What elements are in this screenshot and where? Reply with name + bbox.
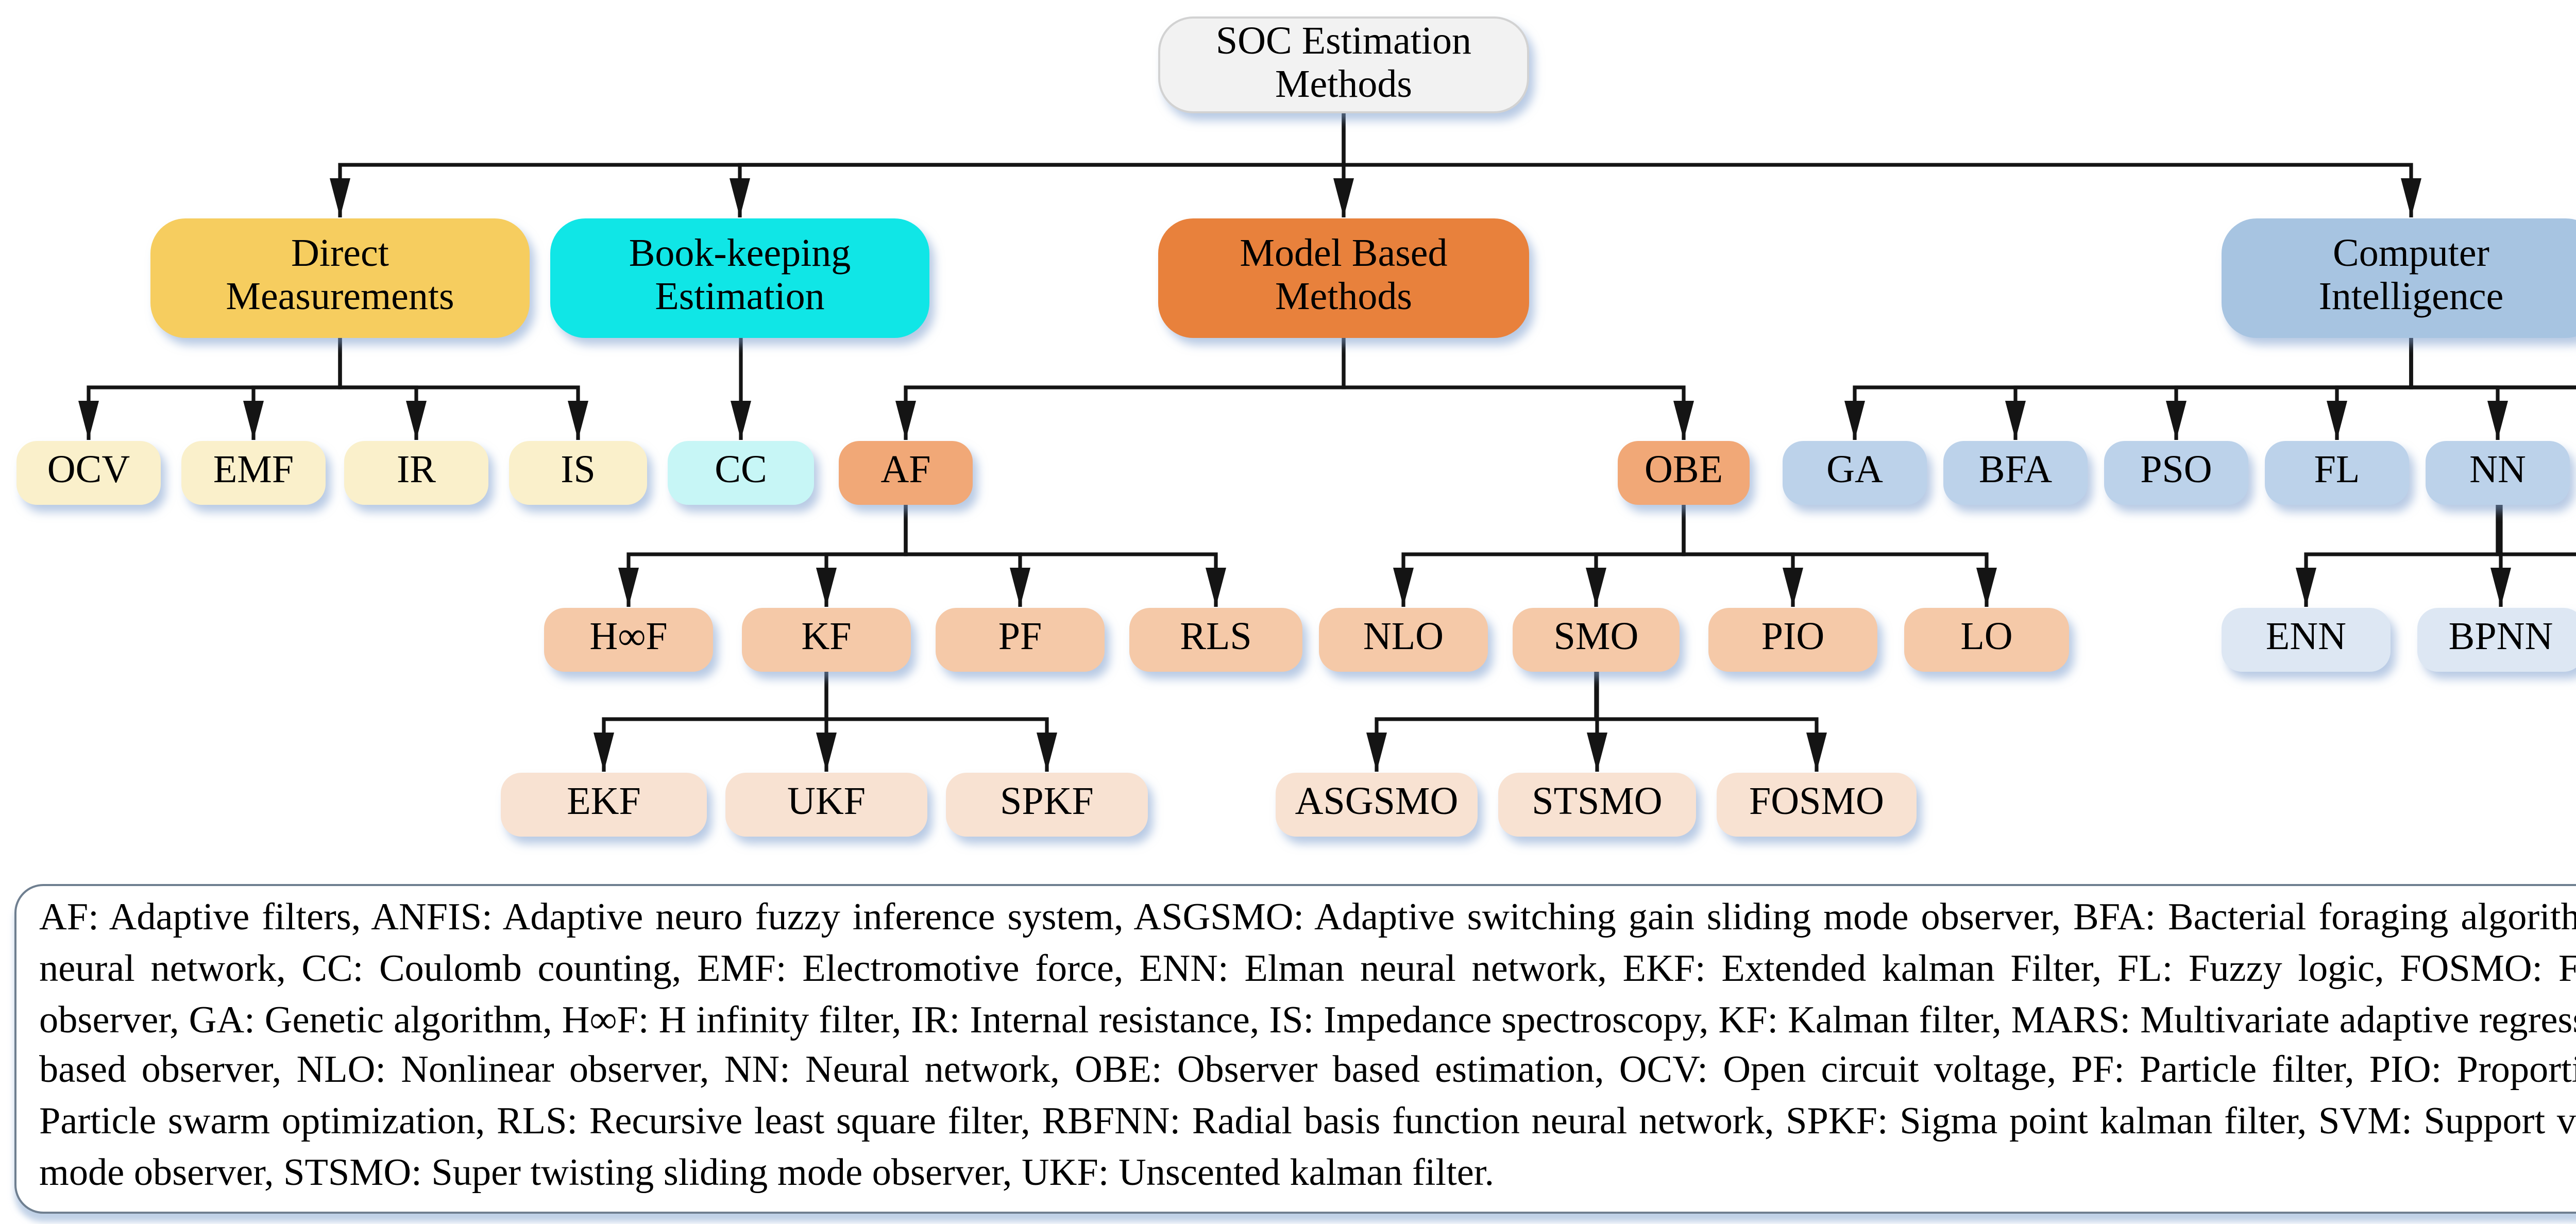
node-rls: RLS xyxy=(1129,608,1302,672)
node-ga: GA xyxy=(1783,441,1927,505)
node-dm: Direct Measurements xyxy=(150,218,530,338)
node-hinf: H∞F xyxy=(544,608,713,672)
node-ukf: UKF xyxy=(725,773,927,837)
node-smo: SMO xyxy=(1513,608,1680,672)
edge-soc-bk xyxy=(730,113,1346,217)
node-ci: Computer Intelligence xyxy=(2222,218,2576,338)
edge-obe-smo xyxy=(1586,505,1686,607)
node-kf: KF xyxy=(742,608,911,672)
node-mb: Model Based Methods xyxy=(1158,218,1529,338)
node-enn: ENN xyxy=(2222,608,2391,672)
node-cc: CC xyxy=(668,441,814,505)
node-bpnn: BPNN xyxy=(2417,608,2576,672)
edge-obe-lo xyxy=(1682,505,1997,607)
node-ir: IR xyxy=(344,441,488,505)
node-pso: PSO xyxy=(2104,441,2248,505)
node-ekf: EKF xyxy=(501,773,707,837)
node-ocv: OCV xyxy=(16,441,161,505)
edge-smo-fosmo xyxy=(1594,672,1827,772)
node-lo: LO xyxy=(1904,608,2069,672)
edge-ci-fl xyxy=(2327,338,2413,440)
node-pf: PF xyxy=(936,608,1105,672)
edge-nn-rbfnn xyxy=(2496,505,2576,556)
edge-af-kf xyxy=(816,505,908,607)
edge-af-rls xyxy=(904,505,1226,607)
edge-nn-enn xyxy=(2296,505,2500,607)
abbreviation-legend-text: AF: Adaptive filters, ANFIS: Adaptive ne… xyxy=(39,896,2576,1195)
edge-kf-spkf xyxy=(824,672,1057,772)
node-bfa: BFA xyxy=(1943,441,2088,505)
node-obe: OBE xyxy=(1618,441,1750,505)
edge-smo-asgsmo xyxy=(1366,672,1598,772)
node-fl: FL xyxy=(2265,441,2409,505)
node-pio: PIO xyxy=(1708,608,1877,672)
node-is: IS xyxy=(509,441,647,505)
node-fosmo: FOSMO xyxy=(1717,773,1917,837)
edge-kf-ekf xyxy=(594,672,828,772)
edge-mb-obe xyxy=(1342,338,1694,440)
node-stsmo: STSMO xyxy=(1498,773,1696,837)
edge-soc-ci xyxy=(1342,113,2421,217)
edge-mb-af xyxy=(895,338,1346,440)
node-af: AF xyxy=(839,441,973,505)
node-nlo: NLO xyxy=(1319,608,1488,672)
abbreviation-legend-box: AF: Adaptive filters, ANFIS: Adaptive ne… xyxy=(14,884,2576,1214)
node-nn: NN xyxy=(2426,441,2570,505)
edge-ci-mars xyxy=(2409,338,2576,389)
node-asgsmo: ASGSMO xyxy=(1276,773,1478,837)
edge-dm-emf xyxy=(243,338,342,440)
node-bk: Book-keeping Estimation xyxy=(550,218,929,338)
node-emf: EMF xyxy=(181,441,326,505)
node-spkf: SPKF xyxy=(946,773,1148,837)
node-soc: SOC Estimation Methods xyxy=(1158,16,1529,113)
edge-dm-is xyxy=(338,338,588,440)
